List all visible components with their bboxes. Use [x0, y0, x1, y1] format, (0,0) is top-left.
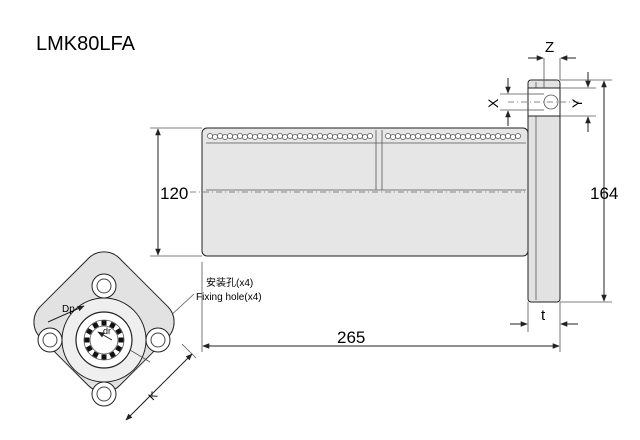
ball: [262, 134, 268, 140]
ball: [500, 134, 506, 140]
ball: [282, 134, 288, 140]
front-ball: [115, 345, 123, 352]
ball: [445, 133, 451, 139]
ball: [510, 134, 516, 140]
ball: [272, 134, 278, 140]
ball: [317, 133, 323, 139]
ball: [247, 133, 253, 139]
ball: [302, 134, 308, 140]
dim-x-label: X: [485, 98, 501, 108]
fixing-hole-label-en: Fixing hole(x4): [196, 292, 262, 303]
ball: [395, 133, 401, 139]
ball: [435, 133, 441, 139]
ball: [212, 134, 218, 140]
ball: [287, 133, 293, 139]
ball: [480, 134, 486, 140]
ball-row-left: [207, 133, 373, 140]
dim-y-label: Y: [569, 98, 585, 108]
ball: [455, 133, 461, 139]
dim-length-label: 265: [337, 328, 365, 347]
dim-thickness-label: t: [541, 307, 546, 324]
ball: [342, 134, 348, 140]
front-ball: [118, 337, 124, 343]
model-title: LMK80LFA: [36, 33, 136, 55]
front-ball: [85, 345, 93, 352]
ball: [232, 134, 238, 140]
ball: [242, 134, 248, 140]
ball: [352, 134, 358, 140]
front-mounting-holes: [37, 273, 171, 407]
ball: [257, 133, 263, 139]
ball: [322, 134, 328, 140]
ball-row-right: [385, 133, 521, 140]
ball: [207, 133, 213, 139]
ball: [385, 133, 391, 139]
ball: [400, 134, 406, 140]
ball: [430, 134, 436, 140]
ball: [505, 133, 511, 139]
front-ball: [84, 337, 90, 343]
ball: [227, 133, 233, 139]
ball: [440, 134, 446, 140]
ball: [337, 133, 343, 139]
front-ball: [92, 351, 99, 359]
fixing-hole-label-cn: 安装孔(x4): [206, 276, 253, 289]
ball: [415, 133, 421, 139]
ball: [405, 133, 411, 139]
dim-dr-label: dr: [103, 326, 111, 336]
ball: [470, 134, 476, 140]
dim-height-label: 120: [160, 184, 188, 203]
ball: [450, 134, 456, 140]
ball: [515, 133, 521, 139]
front-ball-ring: [84, 320, 124, 360]
ball: [460, 134, 466, 140]
ball: [410, 134, 416, 140]
ball: [267, 133, 273, 139]
ball: [277, 133, 283, 139]
ball: [332, 134, 338, 140]
ball: [297, 133, 303, 139]
ball: [495, 133, 501, 139]
ball: [475, 133, 481, 139]
ball: [367, 133, 373, 139]
ball: [362, 134, 368, 140]
front-ball: [101, 354, 107, 360]
ball: [465, 133, 471, 139]
ball: [292, 134, 298, 140]
dim-z-label: Z: [545, 39, 554, 56]
front-ball: [109, 351, 116, 359]
ball: [252, 134, 258, 140]
ball: [237, 133, 243, 139]
front-ball: [115, 328, 123, 335]
ball: [357, 133, 363, 139]
front-ball: [109, 321, 116, 329]
ball: [217, 133, 223, 139]
ball: [312, 134, 318, 140]
front-ball: [85, 328, 93, 335]
front-ball: [101, 320, 107, 326]
ball: [327, 133, 333, 139]
front-ball: [92, 321, 99, 329]
ball: [490, 134, 496, 140]
side-view: Z X Y 120 164 t 265: [150, 39, 618, 352]
ball: [485, 133, 491, 139]
ball: [390, 134, 396, 140]
ball: [222, 134, 228, 140]
dim-dp-label: Dp: [62, 304, 75, 315]
front-view: Dp dr K: [33, 251, 197, 421]
dim-k-label: K: [147, 389, 161, 403]
ball: [307, 133, 313, 139]
ball: [420, 134, 426, 140]
dim-flange-height-label: 164: [590, 184, 618, 203]
ball: [347, 133, 353, 139]
ball: [425, 133, 431, 139]
